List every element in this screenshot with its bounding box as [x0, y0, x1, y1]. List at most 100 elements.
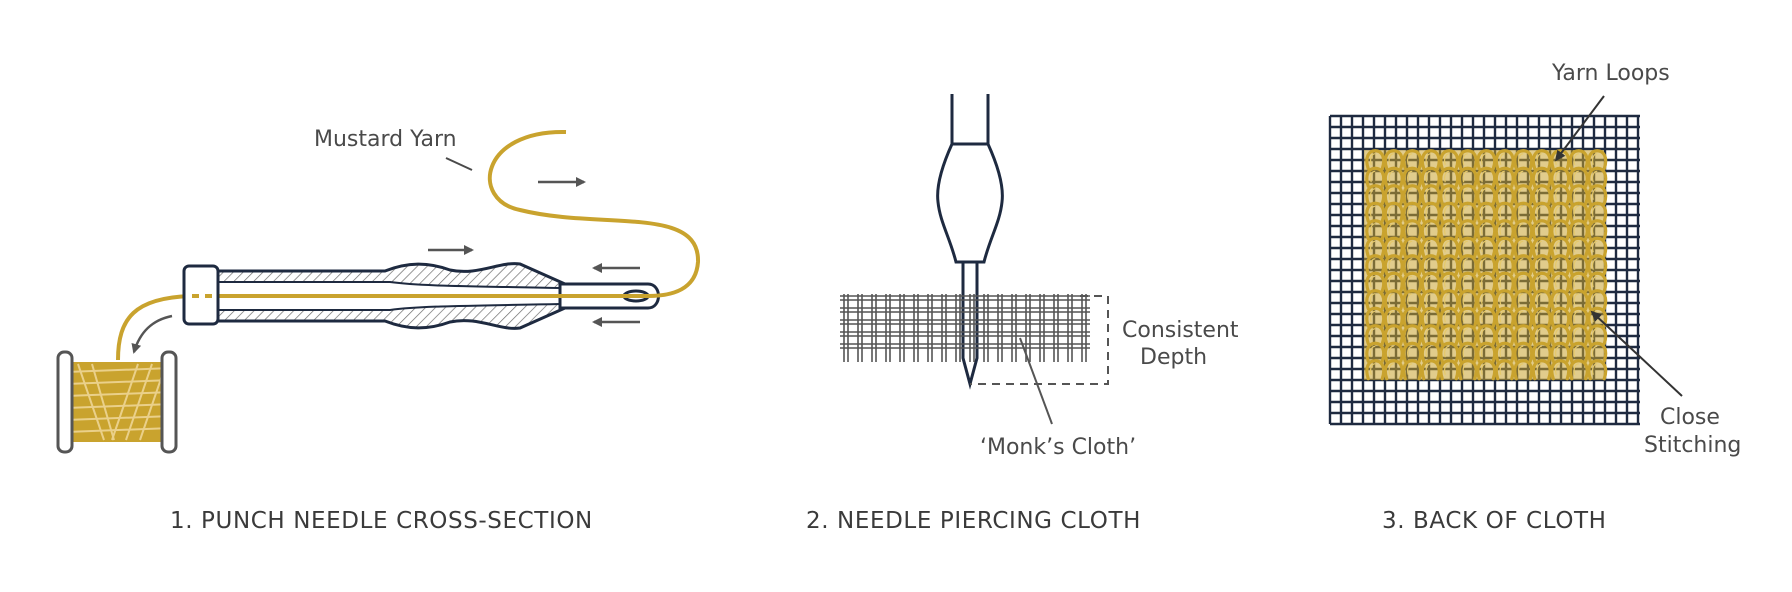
yarn-loop [1439, 219, 1460, 241]
yarn-loop [1587, 289, 1608, 311]
yarn-loop-highlight [1518, 153, 1524, 165]
yarn-loop [1365, 201, 1386, 223]
yarn-loop-highlight [1573, 328, 1579, 340]
yarn-loop-highlight [1555, 310, 1561, 323]
yarn-loop [1457, 236, 1478, 258]
yarn-loop-highlight [1481, 205, 1487, 218]
yarn-loop [1365, 271, 1386, 293]
yarn-loop-highlight [1425, 293, 1431, 305]
yarn-loop-highlight [1407, 170, 1413, 183]
label-yarn-loops: Yarn Loops [1551, 61, 1670, 86]
yarn-loop [1439, 254, 1460, 276]
yarn-loop [1568, 201, 1589, 223]
yarn-loop [1457, 359, 1478, 381]
yarn-loop [1513, 219, 1534, 241]
yarn-loop-highlight [1388, 240, 1394, 253]
yarn-loop [1587, 184, 1608, 206]
yarn-loop-highlight [1370, 293, 1376, 305]
yarn-loop-highlight [1388, 363, 1394, 375]
yarn-loop-highlight [1388, 205, 1394, 218]
yarn-loop-highlight [1388, 310, 1394, 323]
yarn-loop-highlight [1555, 170, 1561, 183]
yarn-loop [1531, 149, 1552, 171]
yarn-loop [1383, 236, 1404, 258]
yarn-loop-highlight [1444, 258, 1450, 270]
yarn-loop-highlight [1425, 258, 1431, 270]
yarn-loop-highlight [1407, 153, 1413, 165]
yarn-loop [1568, 254, 1589, 276]
yarn-loop-highlight [1536, 293, 1542, 305]
yarn-loop [1402, 201, 1423, 223]
yarn-loop-highlight [1592, 223, 1598, 235]
yarn-loop [1365, 359, 1386, 381]
yarn-loop-highlight [1573, 275, 1579, 288]
yarn-loop [1494, 201, 1515, 223]
yarn-loop-highlight [1481, 240, 1487, 253]
yarn-loop-highlight [1407, 205, 1413, 218]
yarn-loop [1494, 236, 1515, 258]
yarn-loop-highlight [1536, 328, 1542, 340]
yarn-loop-highlight [1518, 188, 1524, 200]
yarn-loop [1513, 289, 1534, 311]
yarn-loop-highlight [1499, 170, 1505, 183]
yarn-loop-highlight [1481, 293, 1487, 305]
yarn-loop [1587, 254, 1608, 276]
yarn-loop-highlight [1499, 310, 1505, 323]
yarn-loop-highlight [1388, 223, 1394, 235]
yarn-loop [1568, 166, 1589, 188]
yarn-loop [1513, 271, 1534, 293]
yarn-loop-highlight [1518, 170, 1524, 183]
yarn-loop [1402, 236, 1423, 258]
yarn-loop [1383, 166, 1404, 188]
yarn-loop-highlight [1555, 258, 1561, 270]
yarn-loop [1476, 201, 1497, 223]
yarn-loop-highlight [1592, 258, 1598, 270]
yarn-loop [1420, 184, 1441, 206]
yarn-loop-highlight [1518, 205, 1524, 218]
yarn-loop-highlight [1444, 275, 1450, 288]
yarn-loop [1513, 149, 1534, 171]
yarn-loop [1531, 219, 1552, 241]
yarn-loop-highlight [1388, 153, 1394, 165]
yarn-loop-highlight [1573, 240, 1579, 253]
yarn-loop-highlight [1425, 240, 1431, 253]
yarn-loop-highlight [1388, 170, 1394, 183]
yarn-loop-highlight [1536, 240, 1542, 253]
yarn-loop-highlight [1499, 363, 1505, 375]
yarn-loop-highlight [1462, 363, 1468, 375]
yarn-loop [1568, 219, 1589, 241]
yarn-loop [1476, 341, 1497, 363]
yarn-loop [1439, 289, 1460, 311]
yarn-loop [1494, 324, 1515, 346]
monks-cloth-grid [840, 294, 1090, 362]
yarn-loop [1476, 359, 1497, 381]
yarn-loop [1587, 149, 1608, 171]
yarn-loop-highlight [1499, 328, 1505, 340]
yarn-loop [1531, 166, 1552, 188]
yarn-loop-highlight [1370, 205, 1376, 218]
yarn-loop [1383, 359, 1404, 381]
yarn-loop-highlight [1370, 345, 1376, 358]
yarn-loop [1587, 306, 1608, 328]
yarn-loop [1550, 359, 1571, 381]
yarn-loop [1513, 341, 1534, 363]
yarn-loop [1402, 254, 1423, 276]
yarn-loop [1365, 289, 1386, 311]
yarn-loop [1420, 201, 1441, 223]
yarn-loop [1420, 166, 1441, 188]
yarn-loop-highlight [1462, 258, 1468, 270]
yarn-loop-highlight [1425, 310, 1431, 323]
yarn-loop-patch [1364, 149, 1608, 381]
yarn-loop [1476, 289, 1497, 311]
yarn-loop-highlight [1370, 328, 1376, 340]
yarn-loop-highlight [1407, 345, 1413, 358]
yarn-loop-highlight [1499, 345, 1505, 358]
yarn-loop-highlight [1592, 153, 1598, 165]
yarn-loop [1402, 184, 1423, 206]
yarn-loop [1420, 236, 1441, 258]
label-consistent: Consistent [1122, 318, 1239, 343]
yarn-loop [1550, 184, 1571, 206]
yarn-loop-highlight [1444, 363, 1450, 375]
yarn-loop [1383, 219, 1404, 241]
yarn-loop [1420, 271, 1441, 293]
